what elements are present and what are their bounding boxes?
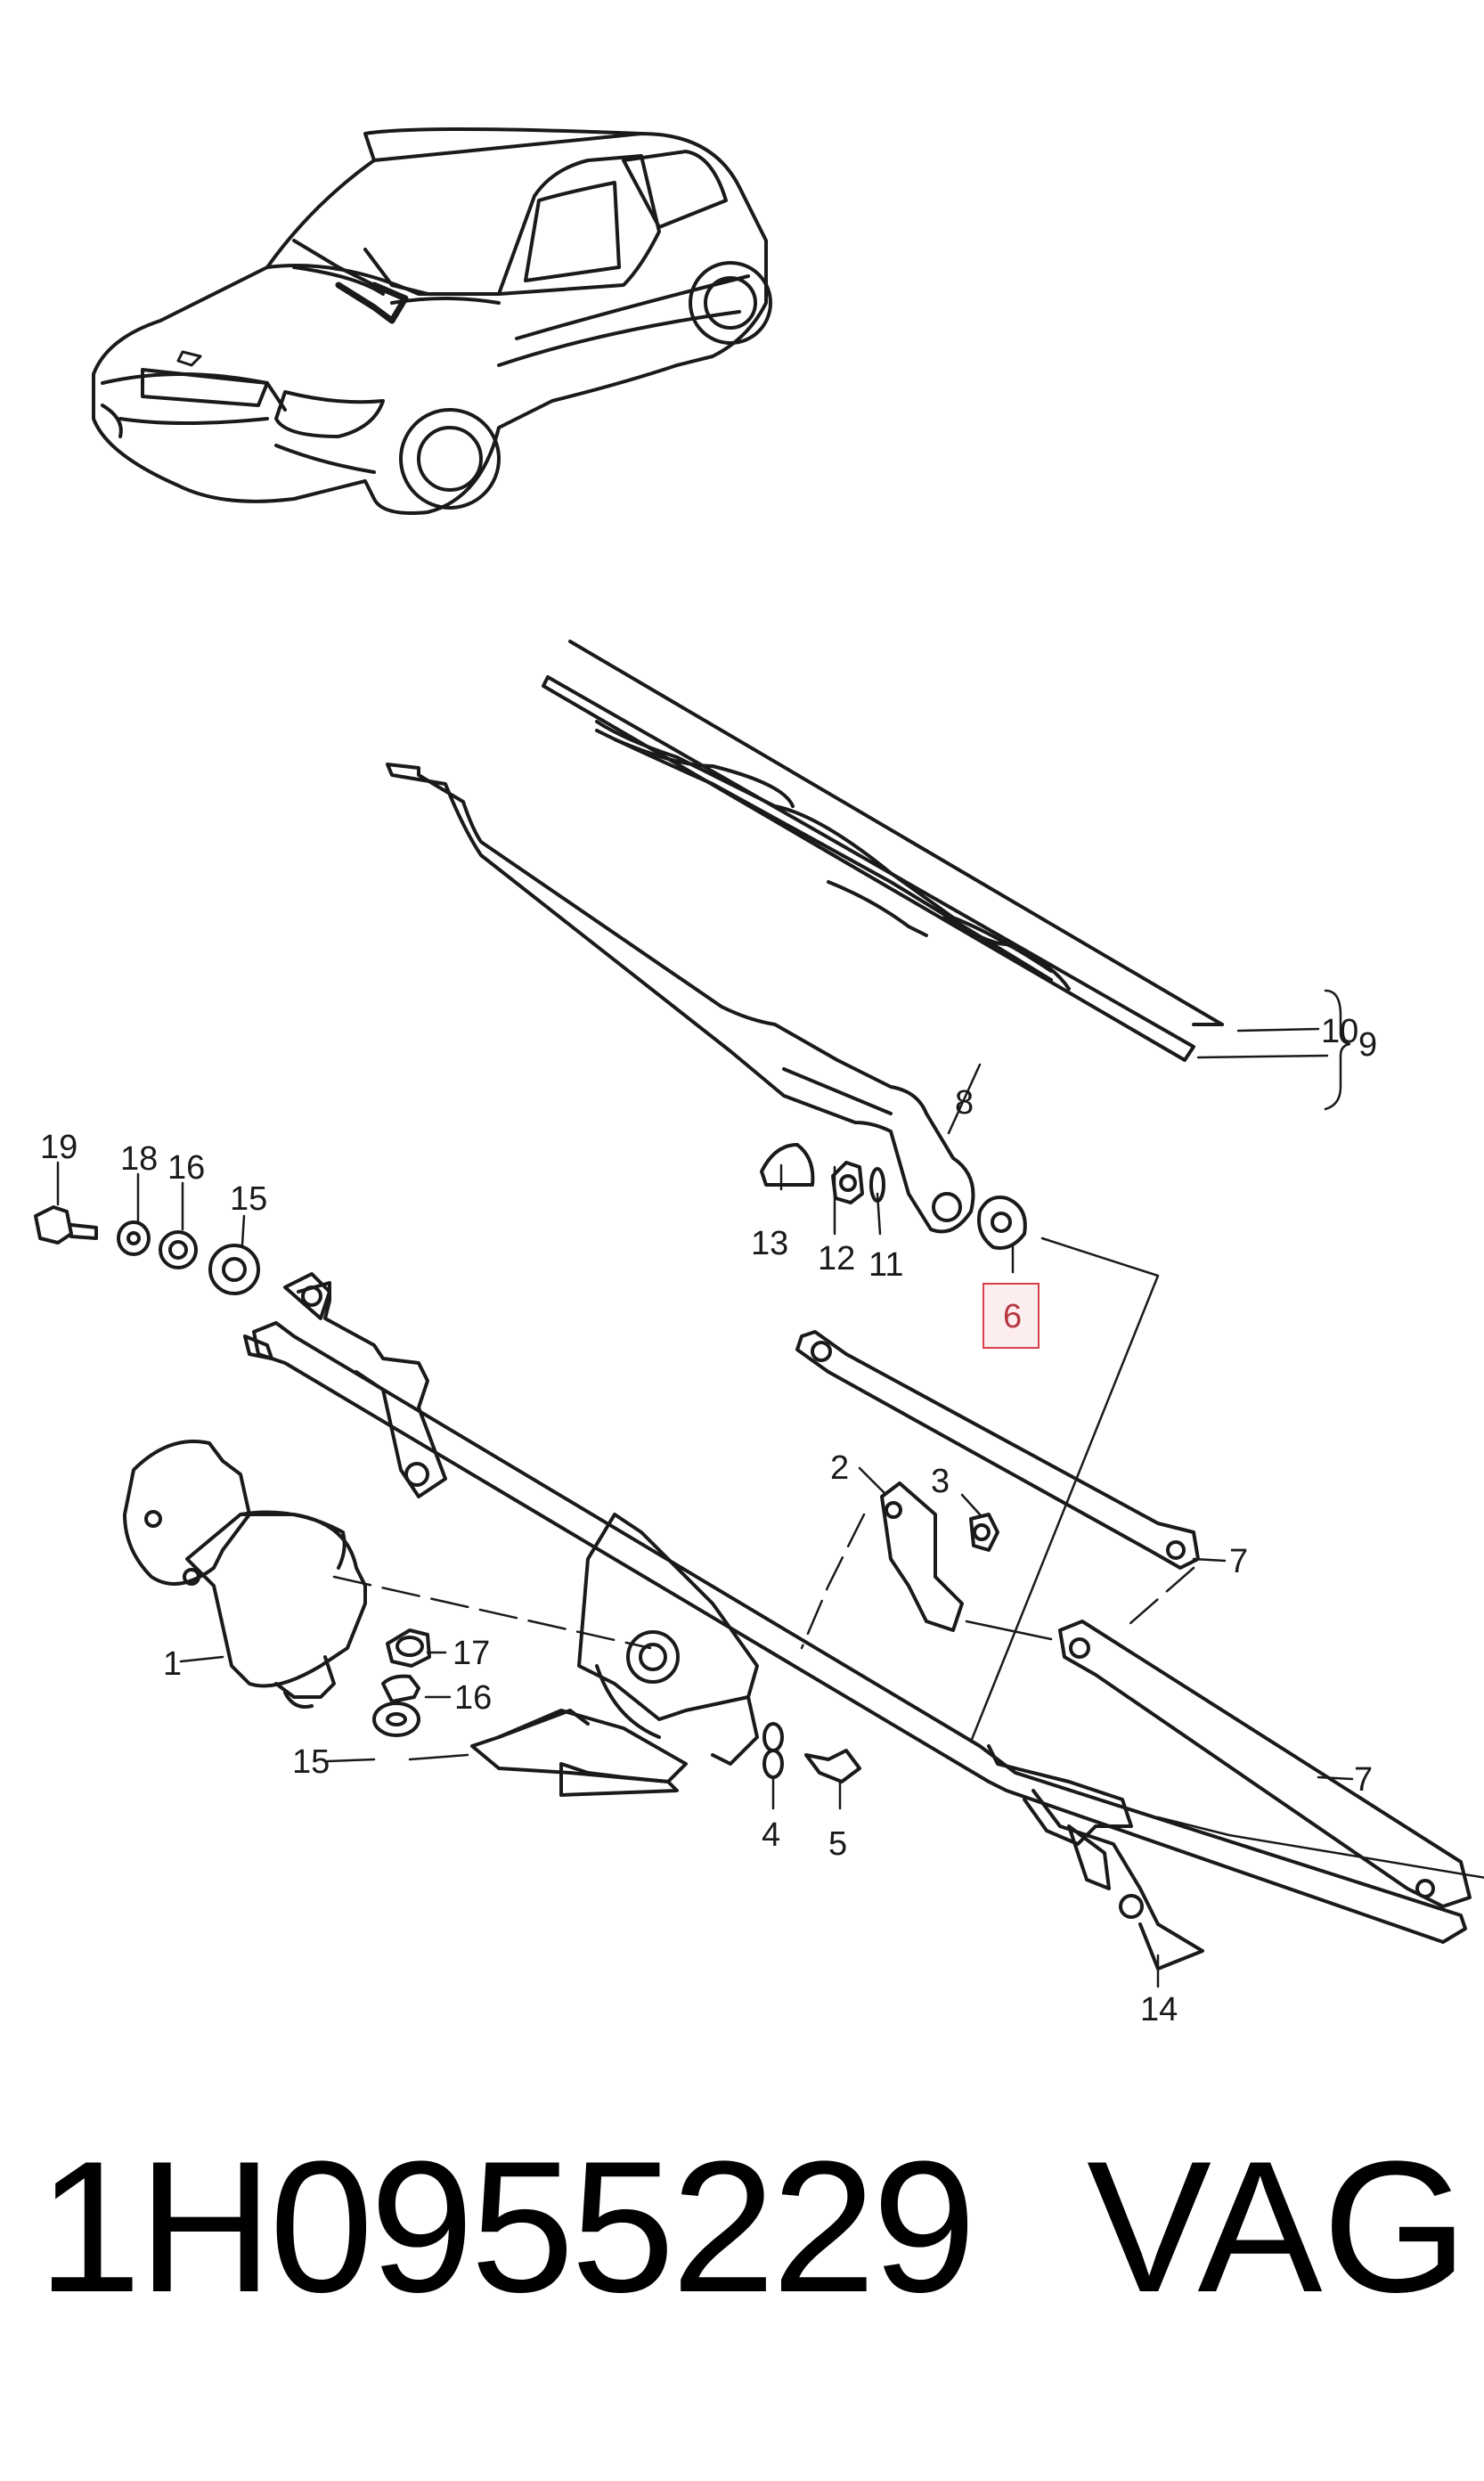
callout-15-bottom: 15 xyxy=(292,1743,330,1781)
callout-9: 9 xyxy=(1358,1026,1377,1064)
linkage-frame xyxy=(243,1281,1467,1971)
callout-labels: 10 9 8 13 12 11 6 19 18 16 15 2 3 7 1 17… xyxy=(40,1013,1377,2028)
callout-2: 2 xyxy=(830,1449,849,1487)
callout-13: 13 xyxy=(751,1225,788,1262)
callout-3: 3 xyxy=(931,1463,950,1500)
leader-lines xyxy=(56,989,1484,1988)
wiper-blade xyxy=(542,640,1224,1062)
callout-19: 19 xyxy=(40,1129,77,1166)
callout-12: 12 xyxy=(818,1240,855,1277)
fasteners-left xyxy=(34,1205,861,1783)
highlight-box-part-6 xyxy=(983,1283,1040,1349)
callout-18: 18 xyxy=(120,1140,158,1178)
wiper-arm xyxy=(386,763,975,1234)
parts-11-13 xyxy=(760,1143,1027,1250)
callout-8: 8 xyxy=(955,1084,974,1122)
callout-7-top: 7 xyxy=(1229,1543,1248,1580)
bracket-2-3 xyxy=(880,1481,999,1632)
part-number: 1H0955229 xyxy=(37,2122,976,2331)
callout-1: 1 xyxy=(163,1645,182,1683)
callout-11: 11 xyxy=(868,1246,903,1284)
car-illustration xyxy=(92,127,772,515)
callout-5: 5 xyxy=(828,1825,847,1863)
callout-7-bottom: 7 xyxy=(1354,1761,1373,1799)
callout-14: 14 xyxy=(1140,1991,1178,2028)
callout-10: 10 xyxy=(1321,1013,1358,1050)
callout-16-bottom: 16 xyxy=(454,1679,492,1717)
callout-17: 17 xyxy=(453,1635,490,1672)
callout-6: 6 xyxy=(1003,1298,1022,1335)
wiper-motor xyxy=(123,1440,367,1709)
callout-16-top: 16 xyxy=(167,1149,205,1187)
callout-15-top: 15 xyxy=(230,1180,267,1218)
callout-4: 4 xyxy=(762,1816,780,1854)
brand-name: VAG xyxy=(1087,2122,1468,2331)
